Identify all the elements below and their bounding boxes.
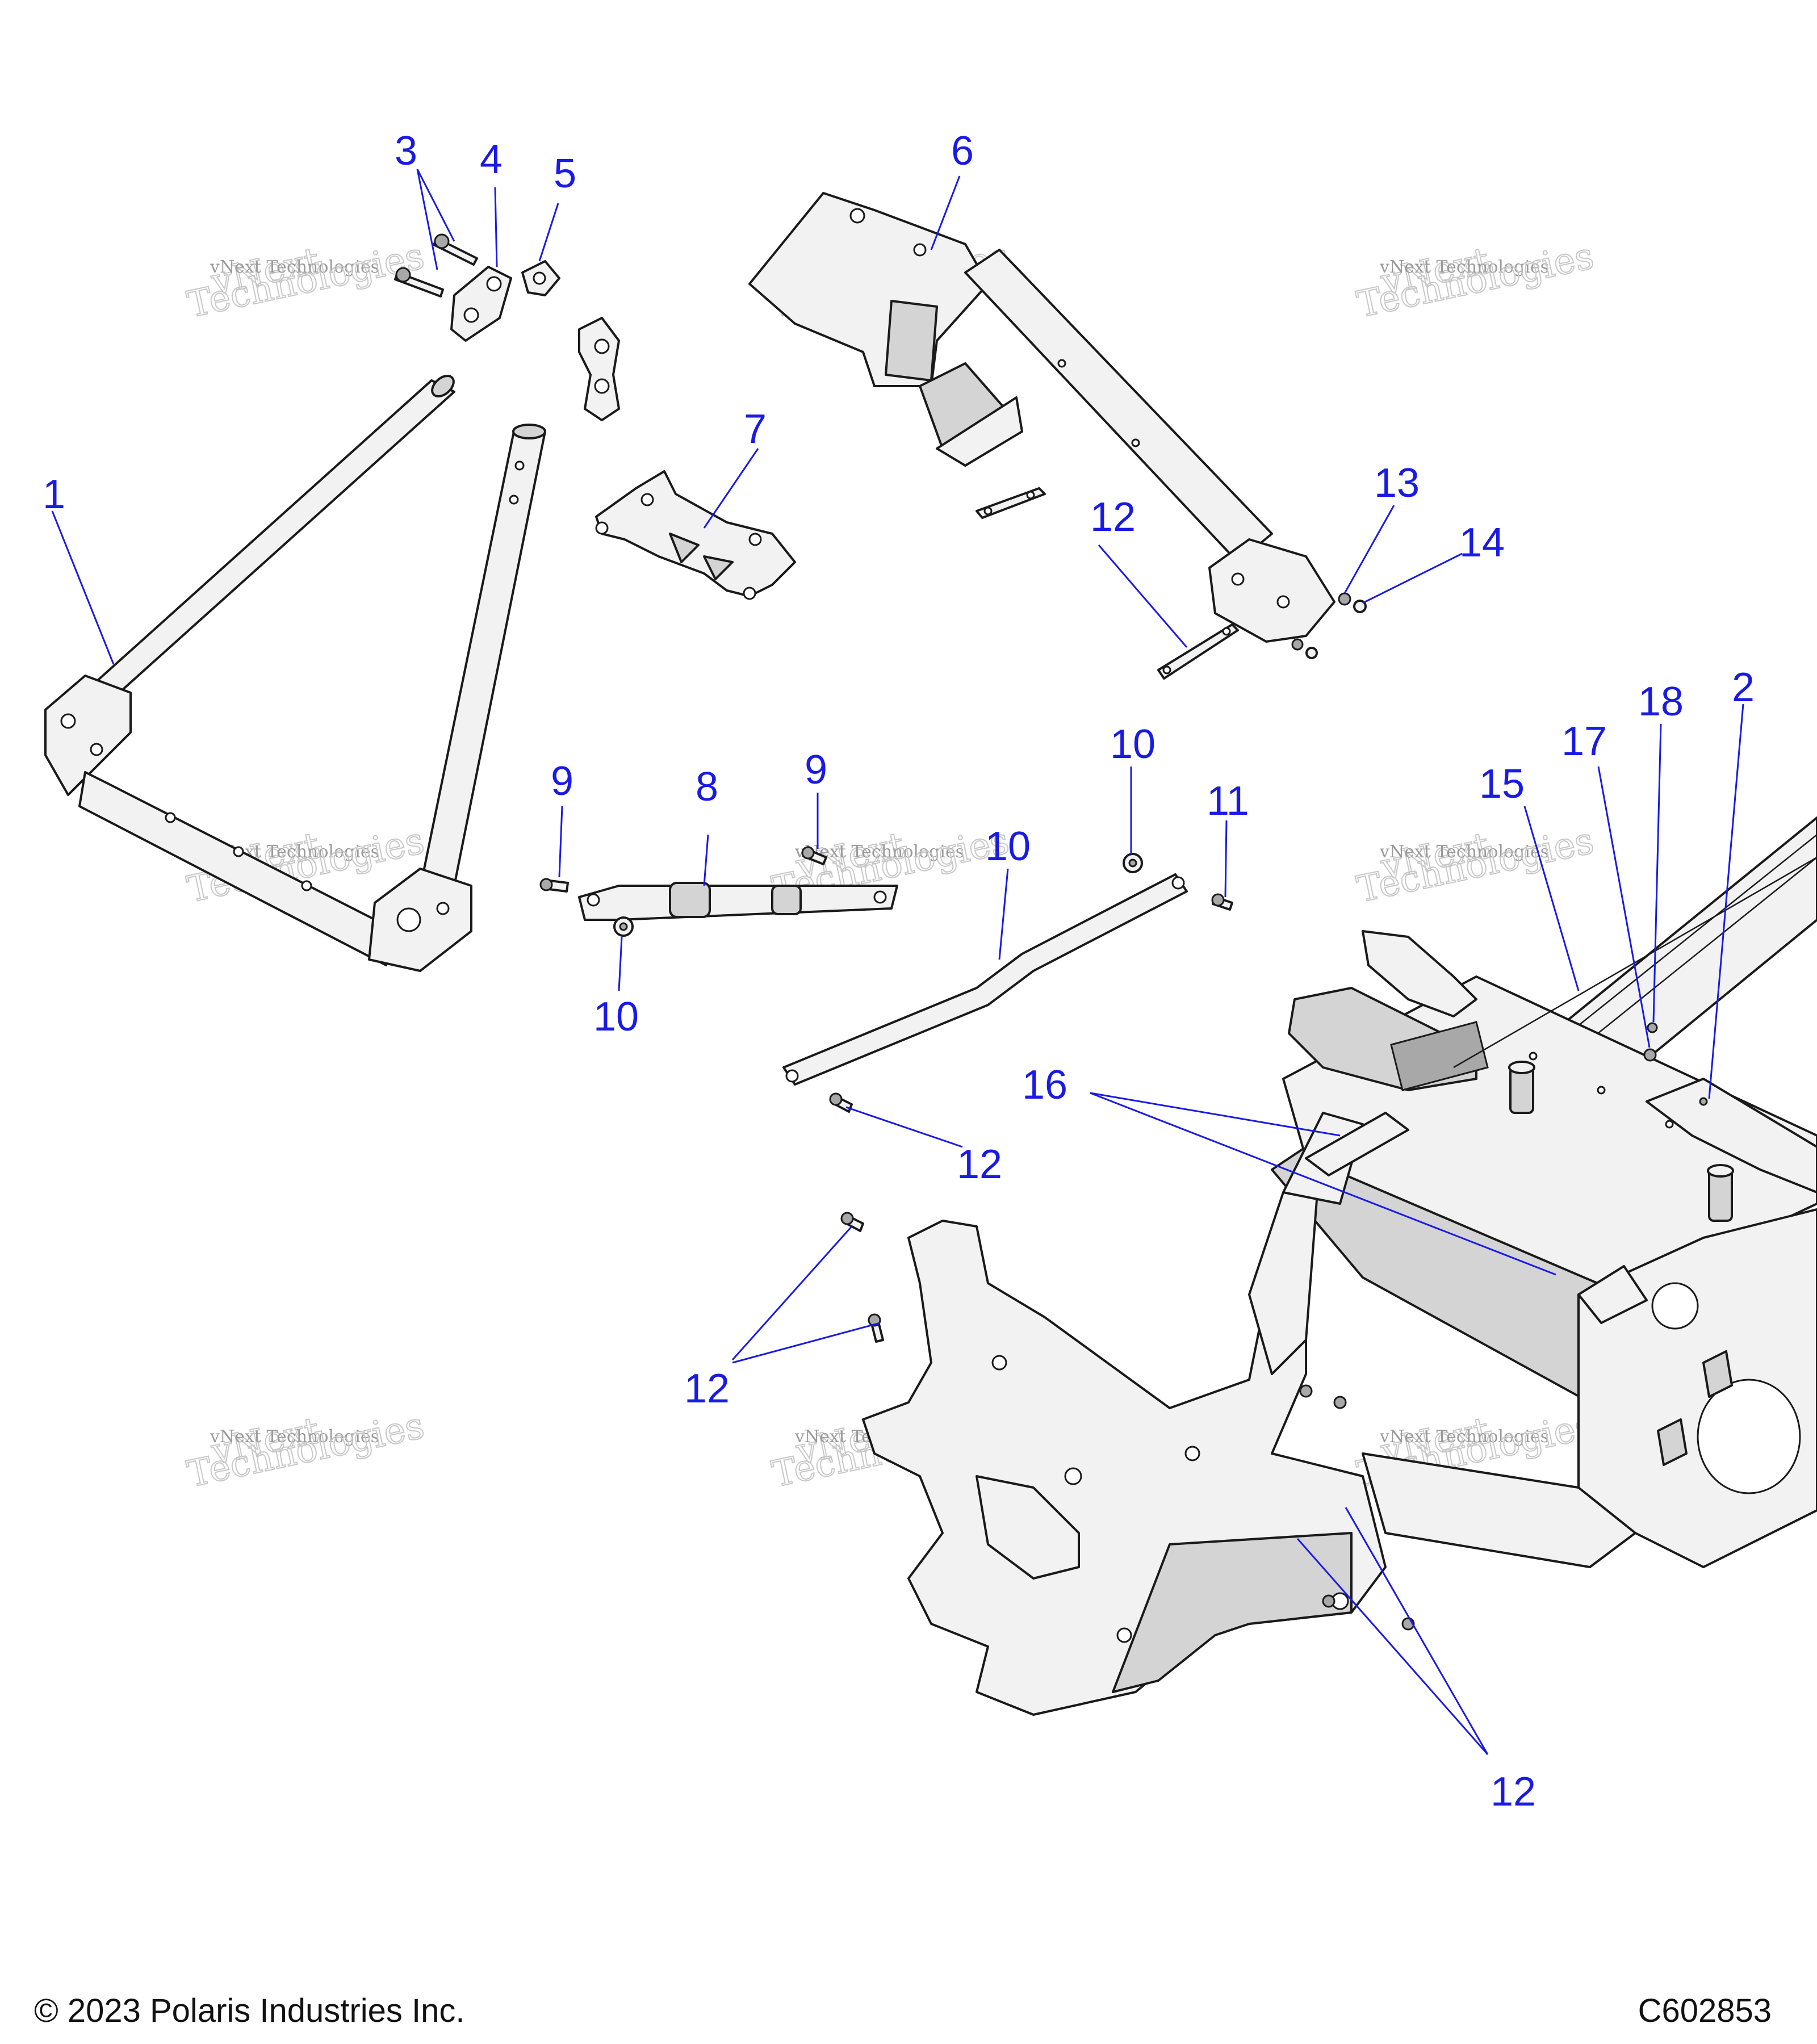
callout-18: 17 <box>1561 719 1607 764</box>
part-8-link <box>578 882 898 921</box>
callout-9: 9 <box>551 759 573 804</box>
leader-19 <box>1652 723 1662 1023</box>
part-12-bolt <box>829 1092 853 1113</box>
leader-11 <box>998 868 1009 960</box>
callout-12: 12 <box>684 1366 730 1411</box>
part-12-bolt <box>1211 893 1233 911</box>
callout-12: 11 <box>1207 778 1249 824</box>
part-14-washer <box>1291 592 1351 651</box>
copyright-notice: © 2023 Polaris Industries Inc. <box>34 1992 465 2029</box>
callout-6: 6 <box>951 128 974 174</box>
leader-lines <box>51 169 1744 1755</box>
callout-4: 4 <box>480 137 503 182</box>
watermark-text: vNext Technologies <box>210 257 379 277</box>
leader-7 <box>703 448 759 529</box>
callout-1: 1 <box>43 472 65 517</box>
callout-16: 15 <box>1479 761 1525 807</box>
leader-16 <box>1523 806 1580 991</box>
leader-17 <box>1090 1092 1341 1137</box>
watermark-text: vNext Technologies <box>1379 257 1549 277</box>
watermark-text: vNext Technologies <box>1379 842 1549 862</box>
part-2-bracket <box>1646 1078 1817 1193</box>
leader-12 <box>731 1226 853 1360</box>
callout-10: 10 <box>593 994 639 1040</box>
part-16-cable <box>1453 856 1817 1069</box>
part-4-clamp <box>450 266 512 342</box>
part-17-label <box>1577 1265 1648 1324</box>
leader-4 <box>494 187 498 267</box>
part-10-nut <box>613 916 634 937</box>
part-6-cross-tube <box>748 192 1335 643</box>
callout-3: 3 <box>395 128 417 174</box>
leader-17 <box>1090 1092 1556 1276</box>
leader-12 <box>845 1106 963 1148</box>
part-17-label <box>1305 1112 1409 1176</box>
watermark: vNext vNext Technologies Technologies <box>183 234 429 326</box>
leader-6 <box>930 175 961 250</box>
part-19-screw <box>1647 1022 1658 1033</box>
callout-7: 7 <box>744 407 767 452</box>
main-frame <box>862 816 1817 1716</box>
part-clamp-assembly <box>578 317 620 421</box>
leader-3 <box>416 169 455 242</box>
drawing-number: C602853 <box>1638 1992 1772 2029</box>
callout-12: 12 <box>957 1142 1002 1187</box>
leader-1 <box>51 510 115 665</box>
callout-11: 10 <box>985 824 1031 869</box>
leader-2 <box>1708 703 1744 1099</box>
leader-15 <box>1362 552 1463 604</box>
part-13-strap <box>1157 623 1239 680</box>
watermark: vNext vNext Technologies Technologies <box>1353 234 1598 326</box>
leader-12 <box>732 1322 881 1364</box>
callout-13: 12 <box>1090 495 1136 540</box>
part-18-clip <box>1643 1048 1657 1062</box>
leader-5 <box>538 203 559 262</box>
part-3-bolts <box>394 233 478 298</box>
leader-13 <box>1098 544 1188 648</box>
part-12-bolt <box>868 1313 884 1343</box>
callout-14: 13 <box>1374 460 1420 506</box>
watermark: vNext vNext Technologies Technologies <box>1353 819 1598 911</box>
part-7-plate <box>595 470 796 600</box>
callout-8: 8 <box>696 764 718 810</box>
callout-12: 12 <box>1491 1769 1536 1815</box>
leader-12 <box>1296 1538 1489 1755</box>
part-12-bolt <box>840 1212 864 1232</box>
leader-14 <box>1343 505 1395 594</box>
part-1-tube-frame <box>44 374 546 972</box>
callout-15: 14 <box>1459 520 1505 566</box>
callout-5: 5 <box>554 151 576 196</box>
leader-12 <box>1345 1507 1489 1755</box>
leader-10 <box>618 936 623 991</box>
leader-3 <box>416 169 438 270</box>
part-9-bolt <box>801 846 827 865</box>
callout-labels: 1 2 3 4 5 6 7 8 9 9 10 10 10 11 12 12 12… <box>43 128 1755 1815</box>
part-5-clamp-half <box>521 260 560 296</box>
part-15-nut <box>1305 600 1367 659</box>
watermark-text: vNext Technologies <box>210 1427 379 1447</box>
watermark-text: vNext Technologies <box>1379 1427 1549 1447</box>
callout-17: 16 <box>1022 1062 1067 1108</box>
leader-8 <box>703 834 709 886</box>
callout-19: 18 <box>1638 679 1684 724</box>
part-10-nut <box>1123 853 1143 873</box>
part-9-bolt <box>539 878 569 893</box>
callout-9: 9 <box>805 747 827 793</box>
callout-10: 10 <box>1110 722 1155 767</box>
leader-12 <box>1224 820 1228 898</box>
watermark: vNext vNext Technologies Technologies <box>183 1404 429 1496</box>
part-11-bar <box>782 873 1188 1086</box>
leader-9 <box>558 806 563 878</box>
leader-18 <box>1597 766 1651 1048</box>
callout-2: 2 <box>1732 665 1755 710</box>
